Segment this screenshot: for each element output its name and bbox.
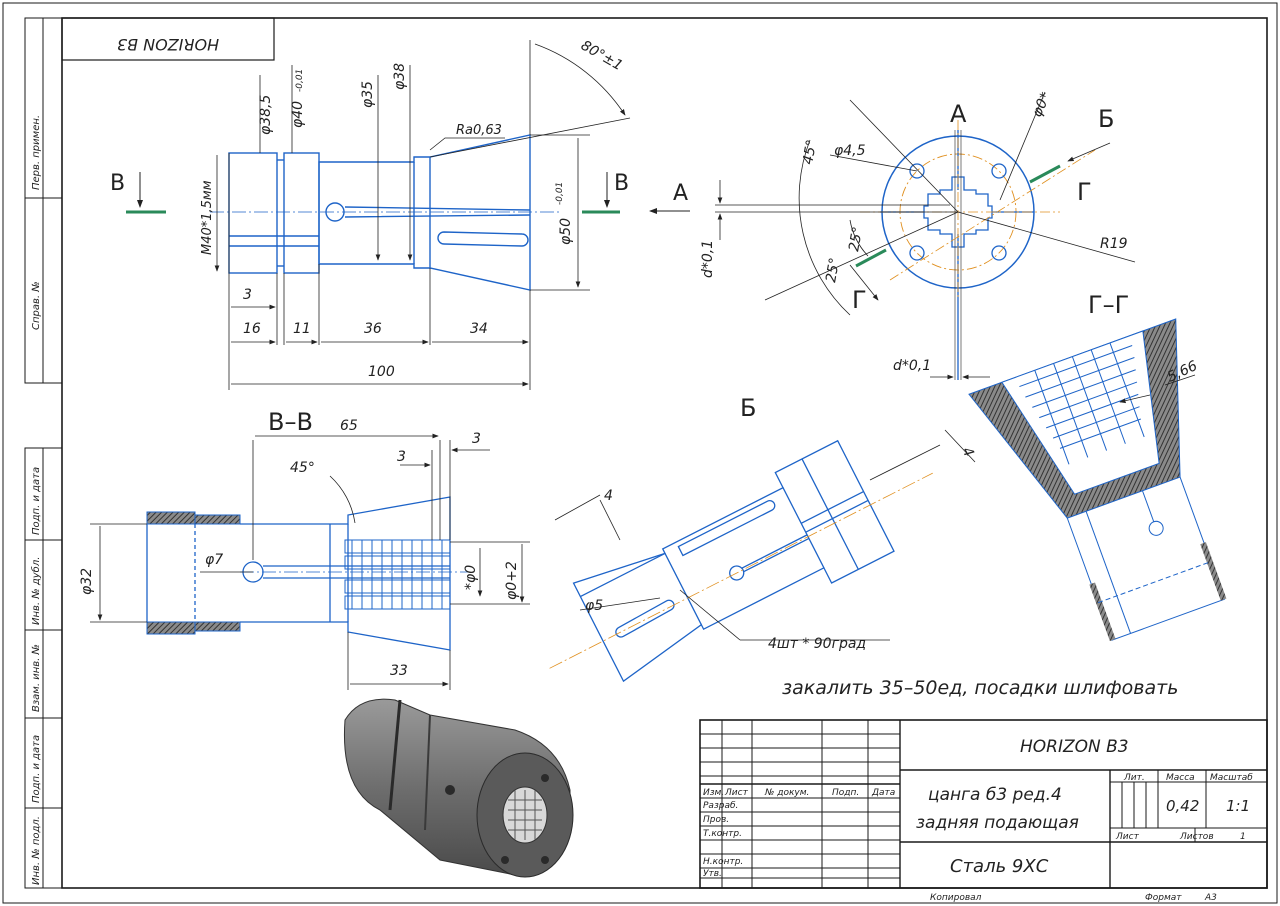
title-block-text: Изм. Лист № докум. Подп. Дата Разраб. Пр… [703,737,1253,903]
section-gg-title: Г–Г [1088,291,1129,319]
tb-lit: Лит. [1123,773,1145,783]
dim-r19: R19 [1100,236,1128,252]
tb-row: Разраб. [703,801,738,811]
dim-d01a: d*0,1 [700,240,716,278]
section-mark-right: В [614,171,629,196]
tb-name-2: задняя подающая [916,813,1079,833]
tb-row: Пров. [703,815,729,825]
dim-thread: М40*1,5мм [200,180,215,255]
dim-d7: φ7 [205,552,223,568]
tb-name-1: цанга б3 ред.4 [928,785,1062,805]
dim-d50: φ50 [558,218,574,245]
dim-d5: φ5 [585,598,603,614]
side-labels: Перв. примен. Справ. № Подп. и дата Инв.… [30,115,42,885]
dim-d35: φ35 [360,81,376,108]
dim-d0: φ0* [1029,90,1054,120]
collet-teeth [344,539,451,610]
dim-d40: φ40 [290,101,306,128]
dim-l4a: 4 [604,488,613,504]
dim-roughness: Ra0,63 [456,123,502,138]
collet-3d-model [343,698,574,878]
mark-g2: Г [852,286,867,314]
dim-a45: 45° [290,460,315,476]
tb-sheet: Лист [1115,832,1140,842]
dim-a45: 45° [800,138,820,165]
dim-d01b: d*0,1 [893,358,931,374]
section-vv-title: В–В [268,408,313,436]
section-vv: В–В 65 3 3 45° φ7 φ32 *φ0 φ0+2 33 [79,408,530,690]
tb-col-sign: Подп. [832,788,859,798]
tb-copied: Копировал [930,893,982,903]
tb-col-date: Дата [871,788,895,798]
tb-mass: Масса [1166,773,1195,783]
tb-col-list: Лист [724,788,749,798]
section-gg: Г–Г 5,66 [968,291,1227,641]
mark-g1: Г [1077,178,1092,206]
tb-row: Утв. [703,869,722,879]
dim-d50-tol: -0,01 [555,182,565,205]
side-label: Перв. примен. [31,115,42,190]
dim-d45: φ4,5 [834,143,866,159]
tb-col-izm: Изм. [703,788,724,798]
technical-note: закалить 35–50ед, посадки шлифовать [782,677,1178,699]
tb-scale: Масштаб [1210,773,1253,783]
dim-d02: φ0+2 [504,561,520,600]
tb-scale-value: 1:1 [1226,797,1250,815]
mark-b: Б [1098,105,1114,133]
dim-d40-tol: -0,01 [295,69,305,92]
dim-l3a: 3 [397,449,406,465]
stamp-top: HORIZON B3 [117,35,219,54]
side-label: Инв. № дубл. [30,557,42,625]
end-view: А Б Г Г 45° φ4,5 φ0* 25° 25° R19 d*0,1 d… [700,90,1136,380]
dim-d38: φ38 [392,63,408,90]
view-mark-a: А [673,181,688,206]
front-view: В В А [110,38,690,390]
dim-d385: φ38,5 [258,95,274,136]
dim-d32: φ32 [79,568,95,595]
dim-l11: 11 [293,321,311,337]
side-label: Подп. и дата [31,467,42,535]
tb-sheets-value: 1 [1240,832,1246,842]
side-label: Инв. № подл. [31,816,42,885]
dim-l65: 65 [340,418,358,434]
tb-format-value: А3 [1204,893,1217,903]
dim-l36: 36 [364,321,382,337]
dim-d0: *φ0 [463,565,479,590]
dim-a25b: 25° [823,256,843,283]
dim-l100: 100 [368,364,395,380]
dim-l3b: 3 [472,431,481,447]
side-label: Справ. № [31,281,42,330]
view-b-title: Б [740,394,756,422]
tb-row: Н.контр. [703,857,743,867]
tb-mass-value: 0,42 [1166,797,1199,815]
section-mark-left: В [110,171,125,196]
dim-l16: 16 [243,321,261,337]
dim-a25a: 25° [846,225,866,252]
tb-row: Т.контр. [703,829,742,839]
tb-sheets: Листов [1179,832,1214,842]
tb-col-doc: № докум. [764,788,809,798]
dim-l33: 33 [390,663,408,679]
note-4pcs: 4шт * 90град [768,636,866,652]
dim-l3: 3 [243,287,252,303]
side-label: Подп. и дата [31,735,42,803]
tb-designation: HORIZON B3 [1020,737,1129,757]
title-block [699,719,1268,889]
dim-l34: 34 [470,321,488,337]
tb-format: Формат [1145,893,1182,903]
view-b: Б [549,394,977,683]
side-label: Взам. инв. № [31,644,42,712]
dim-angle: 80°±1 [578,38,625,75]
tb-material: Сталь 9ХС [950,856,1049,877]
view-a-title: А [950,100,967,128]
